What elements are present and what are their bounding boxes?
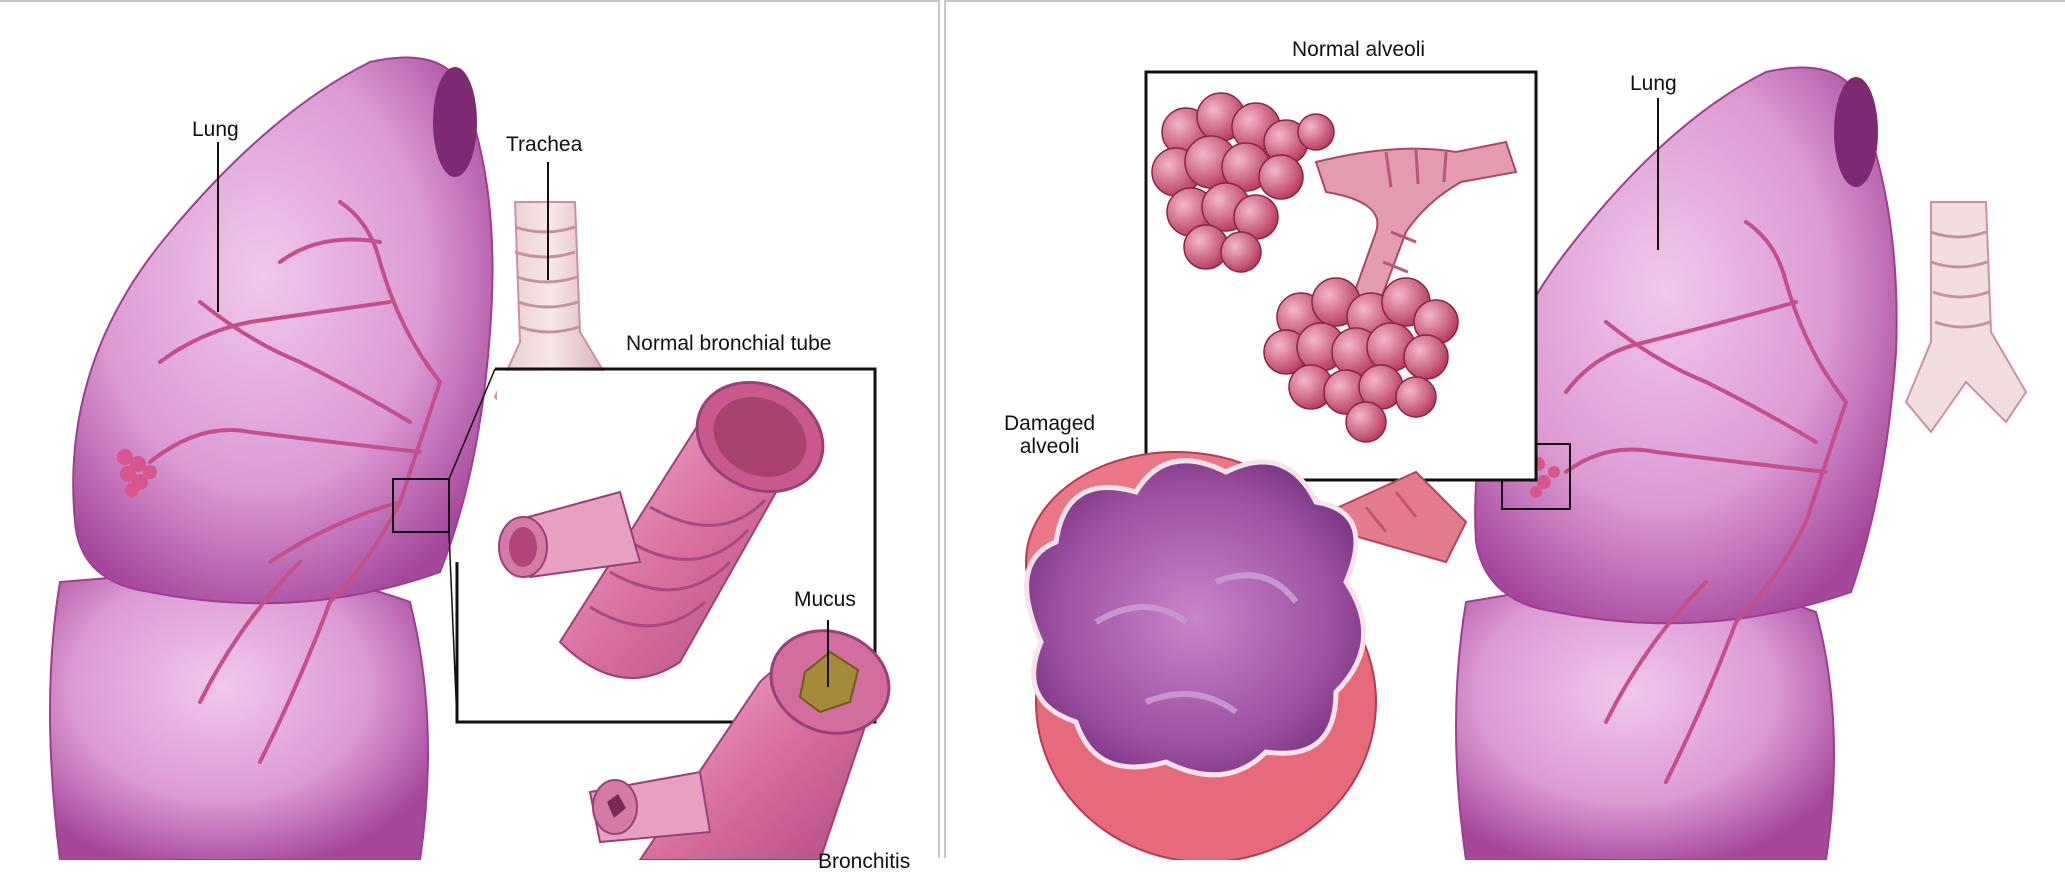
trachea-shape-right [1906,202,2026,432]
damaged-alveoli-label-line2: alveoli [1004,435,1095,458]
damaged-alveoli-drawing [1026,452,1466,860]
normal-alveoli-label: Normal alveoli [1292,38,1425,61]
damaged-alveoli-label-line1: Damaged [1004,412,1095,435]
upper-lung-lobe [73,58,492,604]
damaged-alveoli-label: Damaged alveoli [1004,412,1095,458]
lung-apex-shading-right [1834,77,1878,187]
trachea-label: Trachea [506,133,582,156]
normal-bronchial-tube-label: Normal bronchial tube [626,332,831,355]
lung-label-left: Lung [192,118,239,141]
right-illustration-panel: Normal alveoli Lung Damaged alveoli [944,0,2065,858]
upper-lung-lobe-right [1475,68,1897,624]
mucus-label: Mucus [794,588,856,611]
lung-apex-shading [433,67,477,177]
lung-label-right: Lung [1630,72,1677,95]
left-illustration-panel: Lung Trachea Normal bronchial tube Mucus… [0,0,940,858]
lower-lung-lobe [50,570,428,860]
right-illustration [946,2,2065,860]
bronchitis-label-partial: Bronchitis [818,850,910,873]
left-illustration [0,2,940,860]
